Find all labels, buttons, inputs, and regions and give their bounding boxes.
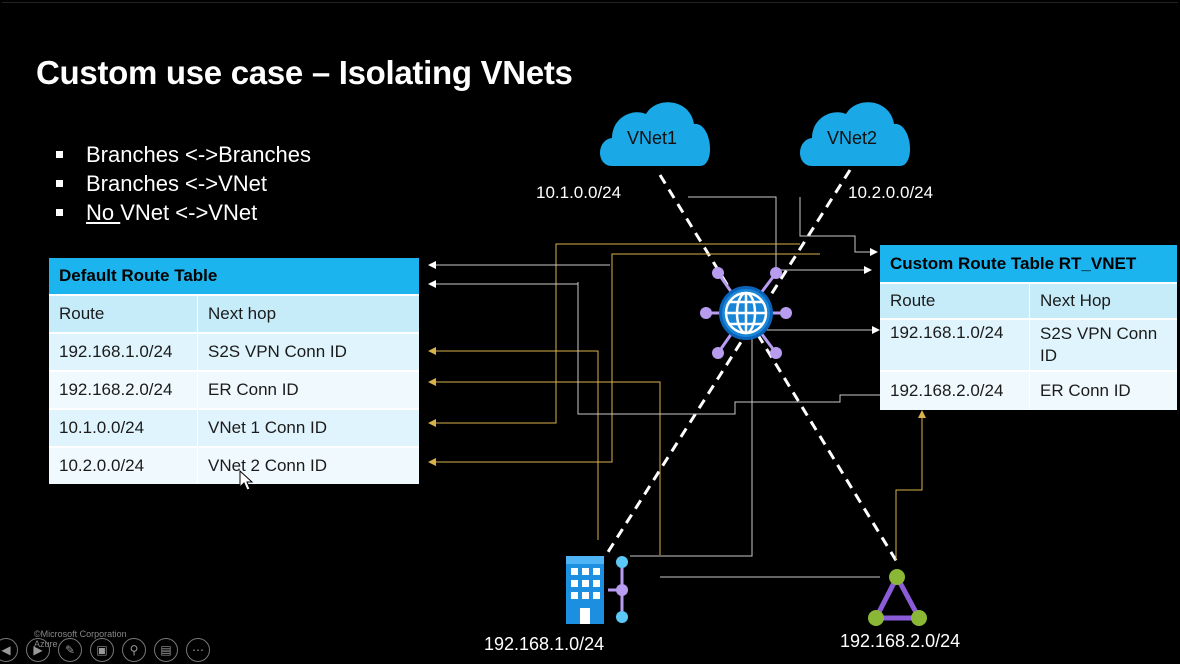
vnet2-prefix: 10.2.0.0/24 — [848, 183, 934, 202]
vnet1-prefix: 10.1.0.0/24 — [536, 183, 622, 202]
column-header-route: Route — [49, 296, 198, 332]
bullet-square-icon — [56, 180, 63, 187]
dashed-link-vnet2-to-branch — [606, 169, 852, 553]
next-hop-cell: VNet 2 Conn ID — [208, 456, 328, 475]
bullet-square-icon — [56, 209, 63, 216]
expressroute-icon — [868, 569, 927, 626]
next-hop-cell: ER Conn ID — [1040, 381, 1131, 400]
bullet-square-icon — [56, 151, 63, 158]
column-header-next-hop: Next Hop — [1040, 291, 1111, 310]
table-row: 10.1.0.0/24 VNet 1 Conn ID — [49, 408, 419, 446]
table-row: 192.168.1.0/24 S2S VPN Conn ID — [880, 318, 1177, 370]
prev-icon[interactable]: ◀ — [0, 638, 18, 662]
vnet1-label: VNet1 — [627, 128, 678, 148]
column-header-next-hop: Next hop — [208, 304, 277, 323]
route-cell: 10.2.0.0/24 — [49, 448, 198, 484]
route-cell: 192.168.1.0/24 — [49, 334, 198, 370]
route-cell: 10.1.0.0/24 — [49, 410, 198, 446]
custom-route-table-title: Custom Route Table RT_VNET — [880, 245, 1177, 282]
virtual-hub-icon — [700, 267, 792, 359]
route-cell: 192.168.2.0/24 — [880, 372, 1030, 410]
table-row: 192.168.1.0/24 S2S VPN Conn ID — [49, 332, 419, 370]
next-hop-cell: VNet 1 Conn ID — [208, 418, 328, 437]
zoom-icon[interactable]: ⚲ — [122, 638, 146, 662]
subtitles-icon[interactable]: ▤ — [154, 638, 178, 662]
default-route-table-title: Default Route Table — [49, 258, 419, 294]
bullet-item: Branches <->Branches — [54, 140, 311, 169]
bullet-item: Branches <->VNet — [54, 169, 311, 198]
slide-title: Custom use case – Isolating VNets — [36, 54, 573, 91]
bullet-text: Branches <->VNet — [86, 171, 267, 196]
table-row: 10.2.0.0/24 VNet 2 Conn ID — [49, 446, 419, 484]
column-header-route: Route — [880, 284, 1030, 318]
vnet2-cloud-icon — [800, 102, 911, 166]
table-header-row: Route Next hop — [49, 294, 419, 332]
table-row: 192.168.2.0/24 ER Conn ID — [49, 370, 419, 408]
slides-icon[interactable]: ▣ — [90, 638, 114, 662]
default-route-table: Default Route Table Route Next hop 192.1… — [49, 258, 419, 484]
next-hop-cell: S2S VPN Conn ID — [1040, 324, 1158, 365]
table-header-row: Route Next Hop — [880, 282, 1177, 318]
dashed-link-vnet1-to-er — [658, 174, 899, 563]
next-hop-cell: S2S VPN Conn ID — [208, 342, 347, 361]
bullet-text: VNet <->VNet — [120, 200, 258, 225]
custom-route-table: Custom Route Table RT_VNET Route Next Ho… — [880, 245, 1177, 410]
vnet1-cloud-icon — [600, 102, 711, 166]
next-icon[interactable]: ▶ — [26, 638, 50, 662]
mouse-cursor-icon — [239, 469, 254, 491]
route-cell: 192.168.1.0/24 — [880, 320, 1030, 370]
propagation-lines — [428, 196, 926, 578]
branch-vpn-prefix: 192.168.1.0/24 — [484, 634, 605, 654]
bullet-text: Branches <->Branches — [86, 142, 312, 167]
route-cell: 192.168.2.0/24 — [49, 372, 198, 408]
bullet-item: No VNet <->VNet — [54, 198, 311, 227]
presenter-toolbar: ◀ ▶ ✎ ▣ ⚲ ▤ ⋯ — [0, 636, 210, 664]
pen-icon[interactable]: ✎ — [58, 638, 82, 662]
bullet-list: Branches <->Branches Branches <->VNet No… — [54, 140, 311, 227]
more-icon[interactable]: ⋯ — [186, 638, 210, 662]
table-row: 192.168.2.0/24 ER Conn ID — [880, 370, 1177, 410]
vnet2-label: VNet2 — [827, 128, 878, 148]
bullet-prefix: No — [86, 200, 121, 225]
next-hop-cell: ER Conn ID — [208, 380, 299, 399]
copyright-line: ©Microsoft Corporation — [34, 629, 127, 639]
building-icon — [566, 556, 628, 624]
branch-er-prefix: 192.168.2.0/24 — [840, 631, 961, 651]
